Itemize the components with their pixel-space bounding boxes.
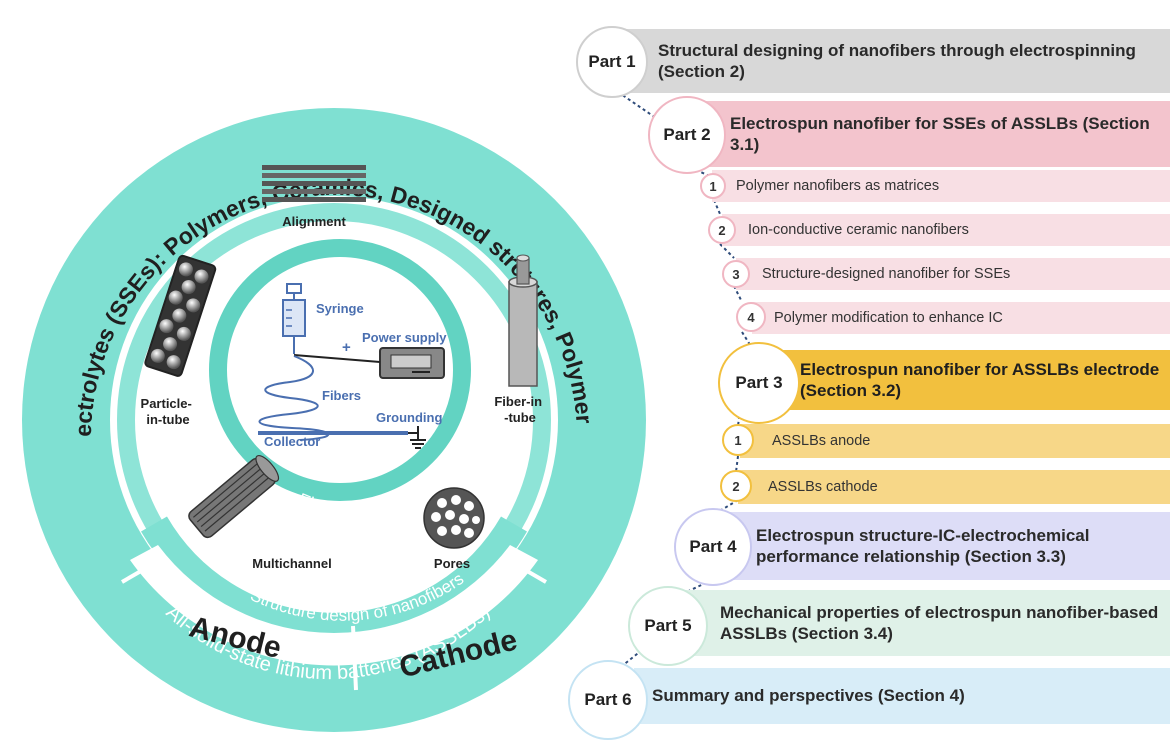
pores-label: Pores bbox=[434, 556, 470, 571]
ground-icon bbox=[408, 426, 426, 449]
power-supply-icon bbox=[379, 347, 445, 379]
part1-text: Structural designing of nanofibers throu… bbox=[658, 40, 1136, 81]
part5-circle: Part 5 bbox=[628, 586, 708, 666]
alignment-label: Alignment bbox=[282, 214, 346, 229]
ring-divider-left bbox=[120, 558, 162, 584]
part4-text: Electrospun structure-IC-electrochemical… bbox=[756, 525, 1090, 566]
part5-bar: Mechanical properties of electrospun nan… bbox=[676, 590, 1170, 656]
part1-bar: Structural designing of nanofibers throu… bbox=[616, 29, 1170, 93]
part3-sub2-num: 2 bbox=[720, 470, 752, 502]
part4-circle: Part 4 bbox=[674, 508, 752, 586]
alignment-icon bbox=[262, 165, 366, 202]
part4-bar: Electrospun structure-IC-electrochemical… bbox=[712, 512, 1170, 580]
part2-circle: Part 2 bbox=[648, 96, 726, 174]
part2-sub2-num: 2 bbox=[708, 216, 736, 244]
syringe-icon bbox=[282, 283, 306, 354]
fibers-label: Fibers bbox=[322, 388, 361, 403]
particle-in-tube-icon bbox=[144, 254, 217, 377]
part3-circle: Part 3 bbox=[718, 342, 800, 424]
collector-plate bbox=[258, 431, 408, 435]
anode-cathode-sector bbox=[130, 545, 538, 666]
part1-circle: Part 1 bbox=[576, 26, 648, 98]
multichannel-icon bbox=[188, 454, 280, 539]
power-wire bbox=[293, 354, 381, 363]
fiber-in-tube-label: Fiber-in -tube bbox=[494, 394, 545, 425]
collector-label: Collector bbox=[264, 434, 320, 449]
structure-ring-bottom bbox=[141, 516, 527, 643]
part3-bar: Electrospun nanofiber for ASSLBs electro… bbox=[766, 350, 1170, 410]
syringe-label: Syringe bbox=[316, 301, 364, 316]
part3-sub1-bar: ASSLBs anode bbox=[740, 424, 1170, 458]
part2-sub4-num: 4 bbox=[736, 302, 766, 332]
part3-sub1-num: 1 bbox=[722, 424, 754, 456]
ring-divider-right bbox=[506, 558, 548, 584]
part3-sub2-bar: ASSLBs cathode bbox=[738, 470, 1170, 504]
part2-sub4-bar: Polymer modification to enhance IC bbox=[752, 302, 1170, 334]
part5-text: Mechanical properties of electrospun nan… bbox=[720, 602, 1159, 643]
part6-circle: Part 6 bbox=[568, 660, 648, 740]
part6-bar: Summary and perspectives (Section 4) bbox=[634, 668, 1170, 724]
part2-bar: Electrospun nanofiber for SSEs of ASSLBs… bbox=[686, 101, 1170, 167]
grounding-label: Grounding bbox=[376, 410, 442, 425]
part2-sub3-num: 3 bbox=[722, 260, 750, 288]
part3-text: Electrospun nanofiber for ASSLBs electro… bbox=[800, 359, 1160, 400]
part2-sub3-bar: Structure-designed nanofiber for SSEs bbox=[736, 258, 1170, 290]
part6-text: Summary and perspectives (Section 4) bbox=[652, 686, 965, 706]
plus-sign: + bbox=[342, 339, 351, 356]
part2-text: Electrospun nanofiber for SSEs of ASSLBs… bbox=[730, 113, 1150, 154]
part2-sub1-num: 1 bbox=[700, 173, 726, 199]
fiber-in-tube-icon bbox=[508, 254, 538, 387]
particle-in-tube-label: Particle- in-tube bbox=[141, 396, 196, 427]
multichannel-label: Multichannel bbox=[252, 556, 331, 571]
fibers-spiral bbox=[258, 355, 330, 441]
power-supply-label: Power supply bbox=[362, 330, 447, 345]
part2-sub2-bar: Ion-conductive ceramic nanofibers bbox=[722, 214, 1170, 246]
pores-icon bbox=[423, 487, 485, 549]
anode-cathode-divider bbox=[351, 625, 358, 691]
part2-sub1-bar: Polymer nanofibers as matrices bbox=[712, 170, 1170, 202]
